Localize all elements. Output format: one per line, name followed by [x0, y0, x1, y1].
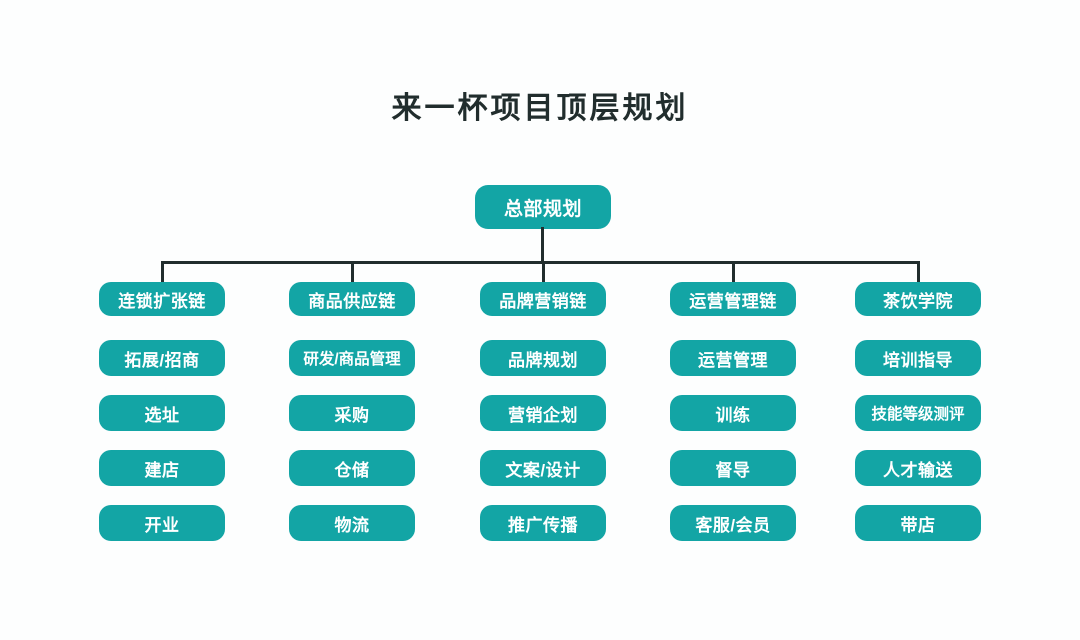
connector-drop-2: [351, 261, 354, 284]
column-brand-marketing-chain: 品牌营销链 品牌规划 营销企划 文案/设计 推广传播: [480, 282, 606, 541]
column-header: 品牌营销链: [480, 282, 606, 316]
org-node: 采购: [289, 395, 415, 431]
column-header: 茶饮学院: [855, 282, 981, 316]
connector-drop-5: [917, 261, 920, 284]
column-supply-chain: 商品供应链 研发/商品管理 采购 仓储 物流: [289, 282, 415, 541]
org-node: 推广传播: [480, 505, 606, 541]
org-node: 选址: [99, 395, 225, 431]
org-node: 客服/会员: [670, 505, 796, 541]
column-operations-chain: 运营管理链 运营管理 训练 督导 客服/会员: [670, 282, 796, 541]
connector-trunk: [161, 261, 920, 264]
org-node: 开业: [99, 505, 225, 541]
org-node: 营销企划: [480, 395, 606, 431]
org-node: 带店: [855, 505, 981, 541]
org-node: 文案/设计: [480, 450, 606, 486]
column-tea-academy: 茶饮学院 培训指导 技能等级测评 人才输送 带店: [855, 282, 981, 541]
org-node: 研发/商品管理: [289, 340, 415, 376]
column-header: 运营管理链: [670, 282, 796, 316]
column-expansion-chain: 连锁扩张链 拓展/招商 选址 建店 开业: [99, 282, 225, 541]
org-node: 建店: [99, 450, 225, 486]
column-header: 连锁扩张链: [99, 282, 225, 316]
connector-drop-4: [732, 261, 735, 284]
connector-root-drop: [541, 227, 544, 263]
org-node: 品牌规划: [480, 340, 606, 376]
connector-drop-3: [542, 261, 545, 284]
org-node: 仓储: [289, 450, 415, 486]
org-node: 人才输送: [855, 450, 981, 486]
org-node: 培训指导: [855, 340, 981, 376]
org-node: 拓展/招商: [99, 340, 225, 376]
org-node: 技能等级测评: [855, 395, 981, 431]
org-node: 运营管理: [670, 340, 796, 376]
page-title: 来一杯项目顶层规划: [391, 92, 689, 125]
column-header: 商品供应链: [289, 282, 415, 316]
org-node: 督导: [670, 450, 796, 486]
org-node: 物流: [289, 505, 415, 541]
org-node: 训练: [670, 395, 796, 431]
connector-drop-1: [161, 261, 164, 284]
root-node: 总部规划: [475, 185, 611, 229]
